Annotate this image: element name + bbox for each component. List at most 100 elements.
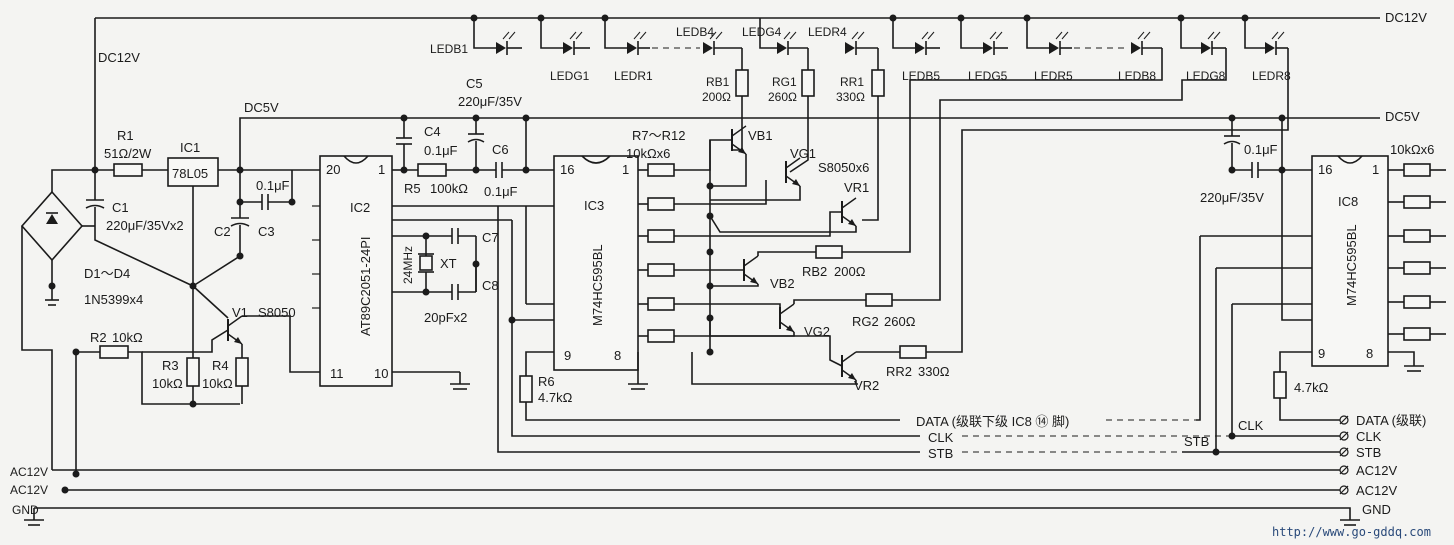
c6-value: 0.1μF xyxy=(484,184,518,199)
c7-label: C7 xyxy=(482,230,499,245)
ic2-pin11: 11 xyxy=(330,366,344,381)
terminal-label: STB xyxy=(1356,445,1381,460)
c8-label: C8 xyxy=(482,278,499,293)
c5-label: C5 xyxy=(466,76,483,91)
r1-resistor xyxy=(95,163,168,177)
r2-value: 10kΩ xyxy=(112,330,143,345)
dc5v-left-label: DC5V xyxy=(244,100,279,115)
led-label: LEDB5 xyxy=(902,69,940,83)
ic3-label: IC3 xyxy=(584,198,604,213)
reset-circuit xyxy=(72,285,320,408)
ic8-cap-value: 0.1μF xyxy=(1244,142,1278,157)
driver-part: S8050x6 xyxy=(818,160,869,175)
led-array xyxy=(473,18,1288,70)
led-label: LEDG1 xyxy=(550,69,590,83)
diodes-label: D1～D4 xyxy=(84,266,130,281)
c4-label: C4 xyxy=(424,124,441,139)
ic8-pin8: 8 xyxy=(1366,346,1373,361)
ic2-label: IC2 xyxy=(350,200,370,215)
rr2-value: 330Ω xyxy=(918,364,950,379)
rr2-label: RR2 xyxy=(886,364,912,379)
led-ledg1 xyxy=(562,31,583,56)
c5-value: 220μF/35V xyxy=(458,94,522,109)
ic2-pin10: 10 xyxy=(374,366,388,381)
led-ledb1 xyxy=(495,31,516,56)
led-ledr8 xyxy=(1264,31,1285,56)
ic8-pullup-value: 4.7kΩ xyxy=(1294,380,1329,395)
ic2-part: AT89C2051-24PI xyxy=(358,237,373,337)
led-label: LEDB4 xyxy=(676,25,714,39)
dc12v-top-label: DC12V xyxy=(1385,10,1427,25)
bridge-rectifier xyxy=(20,169,95,470)
ic1-regulator xyxy=(167,157,320,286)
rr1-label: RR1 xyxy=(840,75,864,89)
led-resistors xyxy=(732,69,885,221)
r5-label: R5 xyxy=(404,181,421,196)
bus-clk-label: CLK xyxy=(928,430,954,445)
c1-capacitor xyxy=(85,166,194,287)
driver-transistors xyxy=(709,48,1289,384)
ic2-pin20: 20 xyxy=(326,162,340,177)
r6-value: 4.7kΩ xyxy=(538,390,573,405)
led-label: LEDB1 xyxy=(430,42,468,56)
ic8-pin1: 1 xyxy=(1372,162,1379,177)
transistor-label: VR1 xyxy=(844,180,869,195)
c3-label: C3 xyxy=(258,224,275,239)
terminal-label: AC12V xyxy=(1356,483,1398,498)
ic2-mcu xyxy=(312,155,526,390)
v1-label: V1 xyxy=(232,305,248,320)
rb1-value: 200Ω xyxy=(702,90,731,104)
led-label: LEDG4 xyxy=(742,25,782,39)
mcu-decoupling xyxy=(396,114,554,178)
transistor-vr1 xyxy=(841,197,857,227)
c2-label: C2 xyxy=(214,224,231,239)
bus-clk-right-label: CLK xyxy=(1238,418,1264,433)
led-label: LEDG8 xyxy=(1186,69,1226,83)
ic3-pin9: 9 xyxy=(564,348,571,363)
ic3-pin16: 16 xyxy=(560,162,574,177)
c1-label: C1 xyxy=(112,200,129,215)
dc12v-rail xyxy=(94,17,1380,170)
rb1-label: RB1 xyxy=(706,75,730,89)
rg2-label: RG2 xyxy=(852,314,879,329)
r3-label: R3 xyxy=(162,358,179,373)
c4-value: 0.1μF xyxy=(424,143,458,158)
ic3-resistor-value: 10kΩx6 xyxy=(626,146,670,161)
ic8-resistor-value: 10kΩx6 xyxy=(1390,142,1434,157)
led-ledb5 xyxy=(914,31,935,56)
ac12v-label-2: AC12V xyxy=(10,483,48,497)
ic3-output-resistors xyxy=(638,139,858,385)
transistor-label: VB1 xyxy=(748,128,773,143)
signal-bus xyxy=(34,206,1340,509)
c1-value: 220μF/35Vx2 xyxy=(106,218,184,233)
xtal-freq: 24MHz xyxy=(401,246,415,284)
ic8-ecap-value: 220μF/35V xyxy=(1200,190,1264,205)
ic8-label: IC8 xyxy=(1338,194,1358,209)
led-label: LEDR5 xyxy=(1034,69,1073,83)
ic2-pin1: 1 xyxy=(378,162,385,177)
led-label: LEDR4 xyxy=(808,25,847,39)
ground-symbols xyxy=(24,507,1360,526)
osc-cap-value: 20pFx2 xyxy=(424,310,467,325)
ic3-resistor-range: R7～R12 xyxy=(632,128,685,143)
transistor-label: VR2 xyxy=(854,378,879,393)
ac12v-label-1: AC12V xyxy=(10,465,48,479)
rail-junctions xyxy=(470,14,1249,22)
dc12v-left-label: DC12V xyxy=(98,50,140,65)
ic3-pin8: 8 xyxy=(614,348,621,363)
ic8-pin9: 9 xyxy=(1318,346,1325,361)
diodes-part: 1N5399x4 xyxy=(84,292,143,307)
gnd-left-label: GND xyxy=(12,503,39,517)
terminal-label: AC12V xyxy=(1356,463,1398,478)
led-ledb8 xyxy=(1130,31,1151,56)
crystal-oscillator xyxy=(418,228,480,300)
led-label: LEDG5 xyxy=(968,69,1008,83)
ic8-pin16: 16 xyxy=(1318,162,1332,177)
r1-value: 51Ω/2W xyxy=(104,146,152,161)
v1-part: S8050 xyxy=(258,305,296,320)
transistor-vg1 xyxy=(785,157,801,187)
transistor-vb2 xyxy=(743,255,759,285)
led-ledg5 xyxy=(982,31,1003,56)
output-terminals xyxy=(1339,415,1349,495)
